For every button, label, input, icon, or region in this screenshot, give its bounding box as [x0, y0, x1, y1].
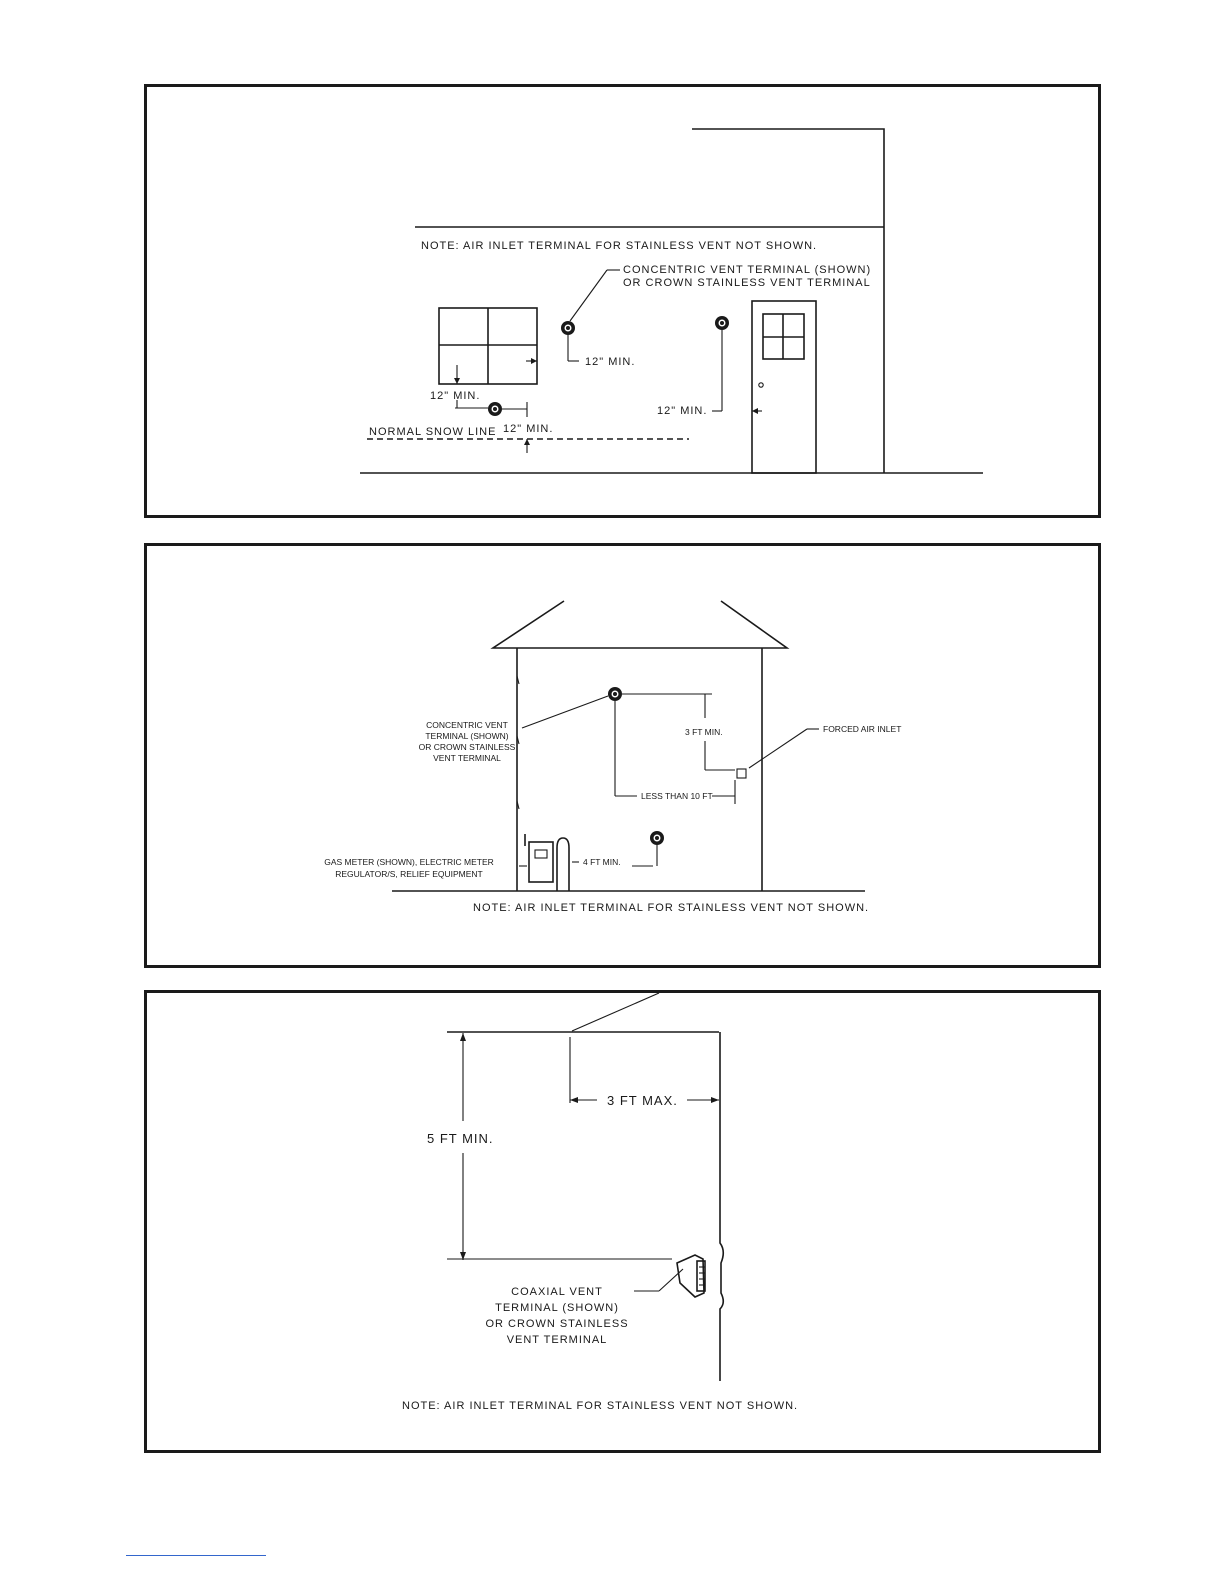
dim-3ft-min: 3 FT MIN.	[685, 727, 723, 737]
coaxial-callout-line-1: COAXIAL VENT	[511, 1286, 603, 1298]
vent-clearance-panel-meter-air-inlet: CONCENTRIC VENT TERMINAL (SHOWN) OR CROW…	[144, 543, 1101, 968]
dim-door: 12" MIN.	[657, 405, 707, 417]
wall-line	[719, 1032, 725, 1381]
panel-2-note: NOTE: AIR INLET TERMINAL FOR STAINLESS V…	[473, 902, 869, 914]
vent-callout-line-2: OR CROWN STAINLESS VENT TERMINAL	[623, 277, 871, 289]
dim-less-than-10ft: LESS THAN 10 FT	[641, 791, 713, 801]
coaxial-vent-terminal-icon	[676, 1254, 706, 1298]
panel-1-drawing: NOTE: AIR INLET TERMINAL FOR STAINLESS V…	[360, 128, 983, 474]
vent-terminal-icon	[488, 402, 502, 416]
building-upper-wall	[692, 128, 885, 473]
forced-air-inlet-label: FORCED AIR INLET	[823, 724, 901, 734]
dim-5ft-min: 5 FT MIN.	[427, 1131, 494, 1146]
panel-3-drawing: 3 FT MAX. 5 FT MIN. COAXIAL VENT TERMINA…	[402, 993, 798, 1412]
vent-clearance-panel-windows-doors: NOTE: AIR INLET TERMINAL FOR STAINLESS V…	[144, 84, 1101, 518]
vent-callout-line-1: CONCENTRIC VENT	[426, 720, 508, 730]
dim-window-below: 12" MIN.	[430, 390, 480, 402]
snow-line-label: NORMAL SNOW LINE	[369, 426, 496, 438]
vent-callout-line-2: TERMINAL (SHOWN)	[425, 731, 508, 741]
dim-snow: 12" MIN.	[503, 423, 553, 435]
gas-meter-icon	[524, 834, 570, 891]
coaxial-callout-line-2: TERMINAL (SHOWN)	[495, 1302, 619, 1314]
door-knob	[758, 382, 764, 388]
vent-terminal-icon	[608, 687, 622, 701]
panel-1-note: NOTE: AIR INLET TERMINAL FOR STAINLESS V…	[421, 240, 817, 252]
dim-3ft-max: 3 FT MAX.	[607, 1093, 678, 1108]
forced-air-inlet	[736, 768, 747, 779]
coaxial-callout-line-3: OR CROWN STAINLESS	[485, 1318, 628, 1330]
vent-terminal-icon	[650, 831, 664, 845]
vent-terminal-icon	[561, 321, 575, 335]
vent-callout-line-3: OR CROWN STAINLESS	[419, 742, 516, 752]
vent-callout-line-4: VENT TERMINAL	[433, 753, 501, 763]
coaxial-callout-line-4: VENT TERMINAL	[507, 1334, 608, 1346]
vent-terminal-icon	[715, 316, 729, 330]
panel-3-note: NOTE: AIR INLET TERMINAL FOR STAINLESS V…	[402, 1400, 798, 1412]
panel-2-drawing: CONCENTRIC VENT TERMINAL (SHOWN) OR CROW…	[324, 600, 901, 914]
gas-meter-line-2: REGULATOR/S, RELIEF EQUIPMENT	[335, 869, 483, 879]
door	[751, 300, 817, 474]
dim-window-side: 12" MIN.	[585, 356, 635, 368]
vent-callout-line-1: CONCENTRIC VENT TERMINAL (SHOWN)	[623, 264, 871, 276]
gas-meter-line-1: GAS METER (SHOWN), ELECTRIC METER	[324, 857, 494, 867]
house-roof	[490, 600, 790, 649]
footer-link-underline	[126, 1555, 266, 1556]
dim-4ft-min: 4 FT MIN.	[583, 857, 621, 867]
vent-clearance-panel-overhang: 3 FT MAX. 5 FT MIN. COAXIAL VENT TERMINA…	[144, 990, 1101, 1453]
